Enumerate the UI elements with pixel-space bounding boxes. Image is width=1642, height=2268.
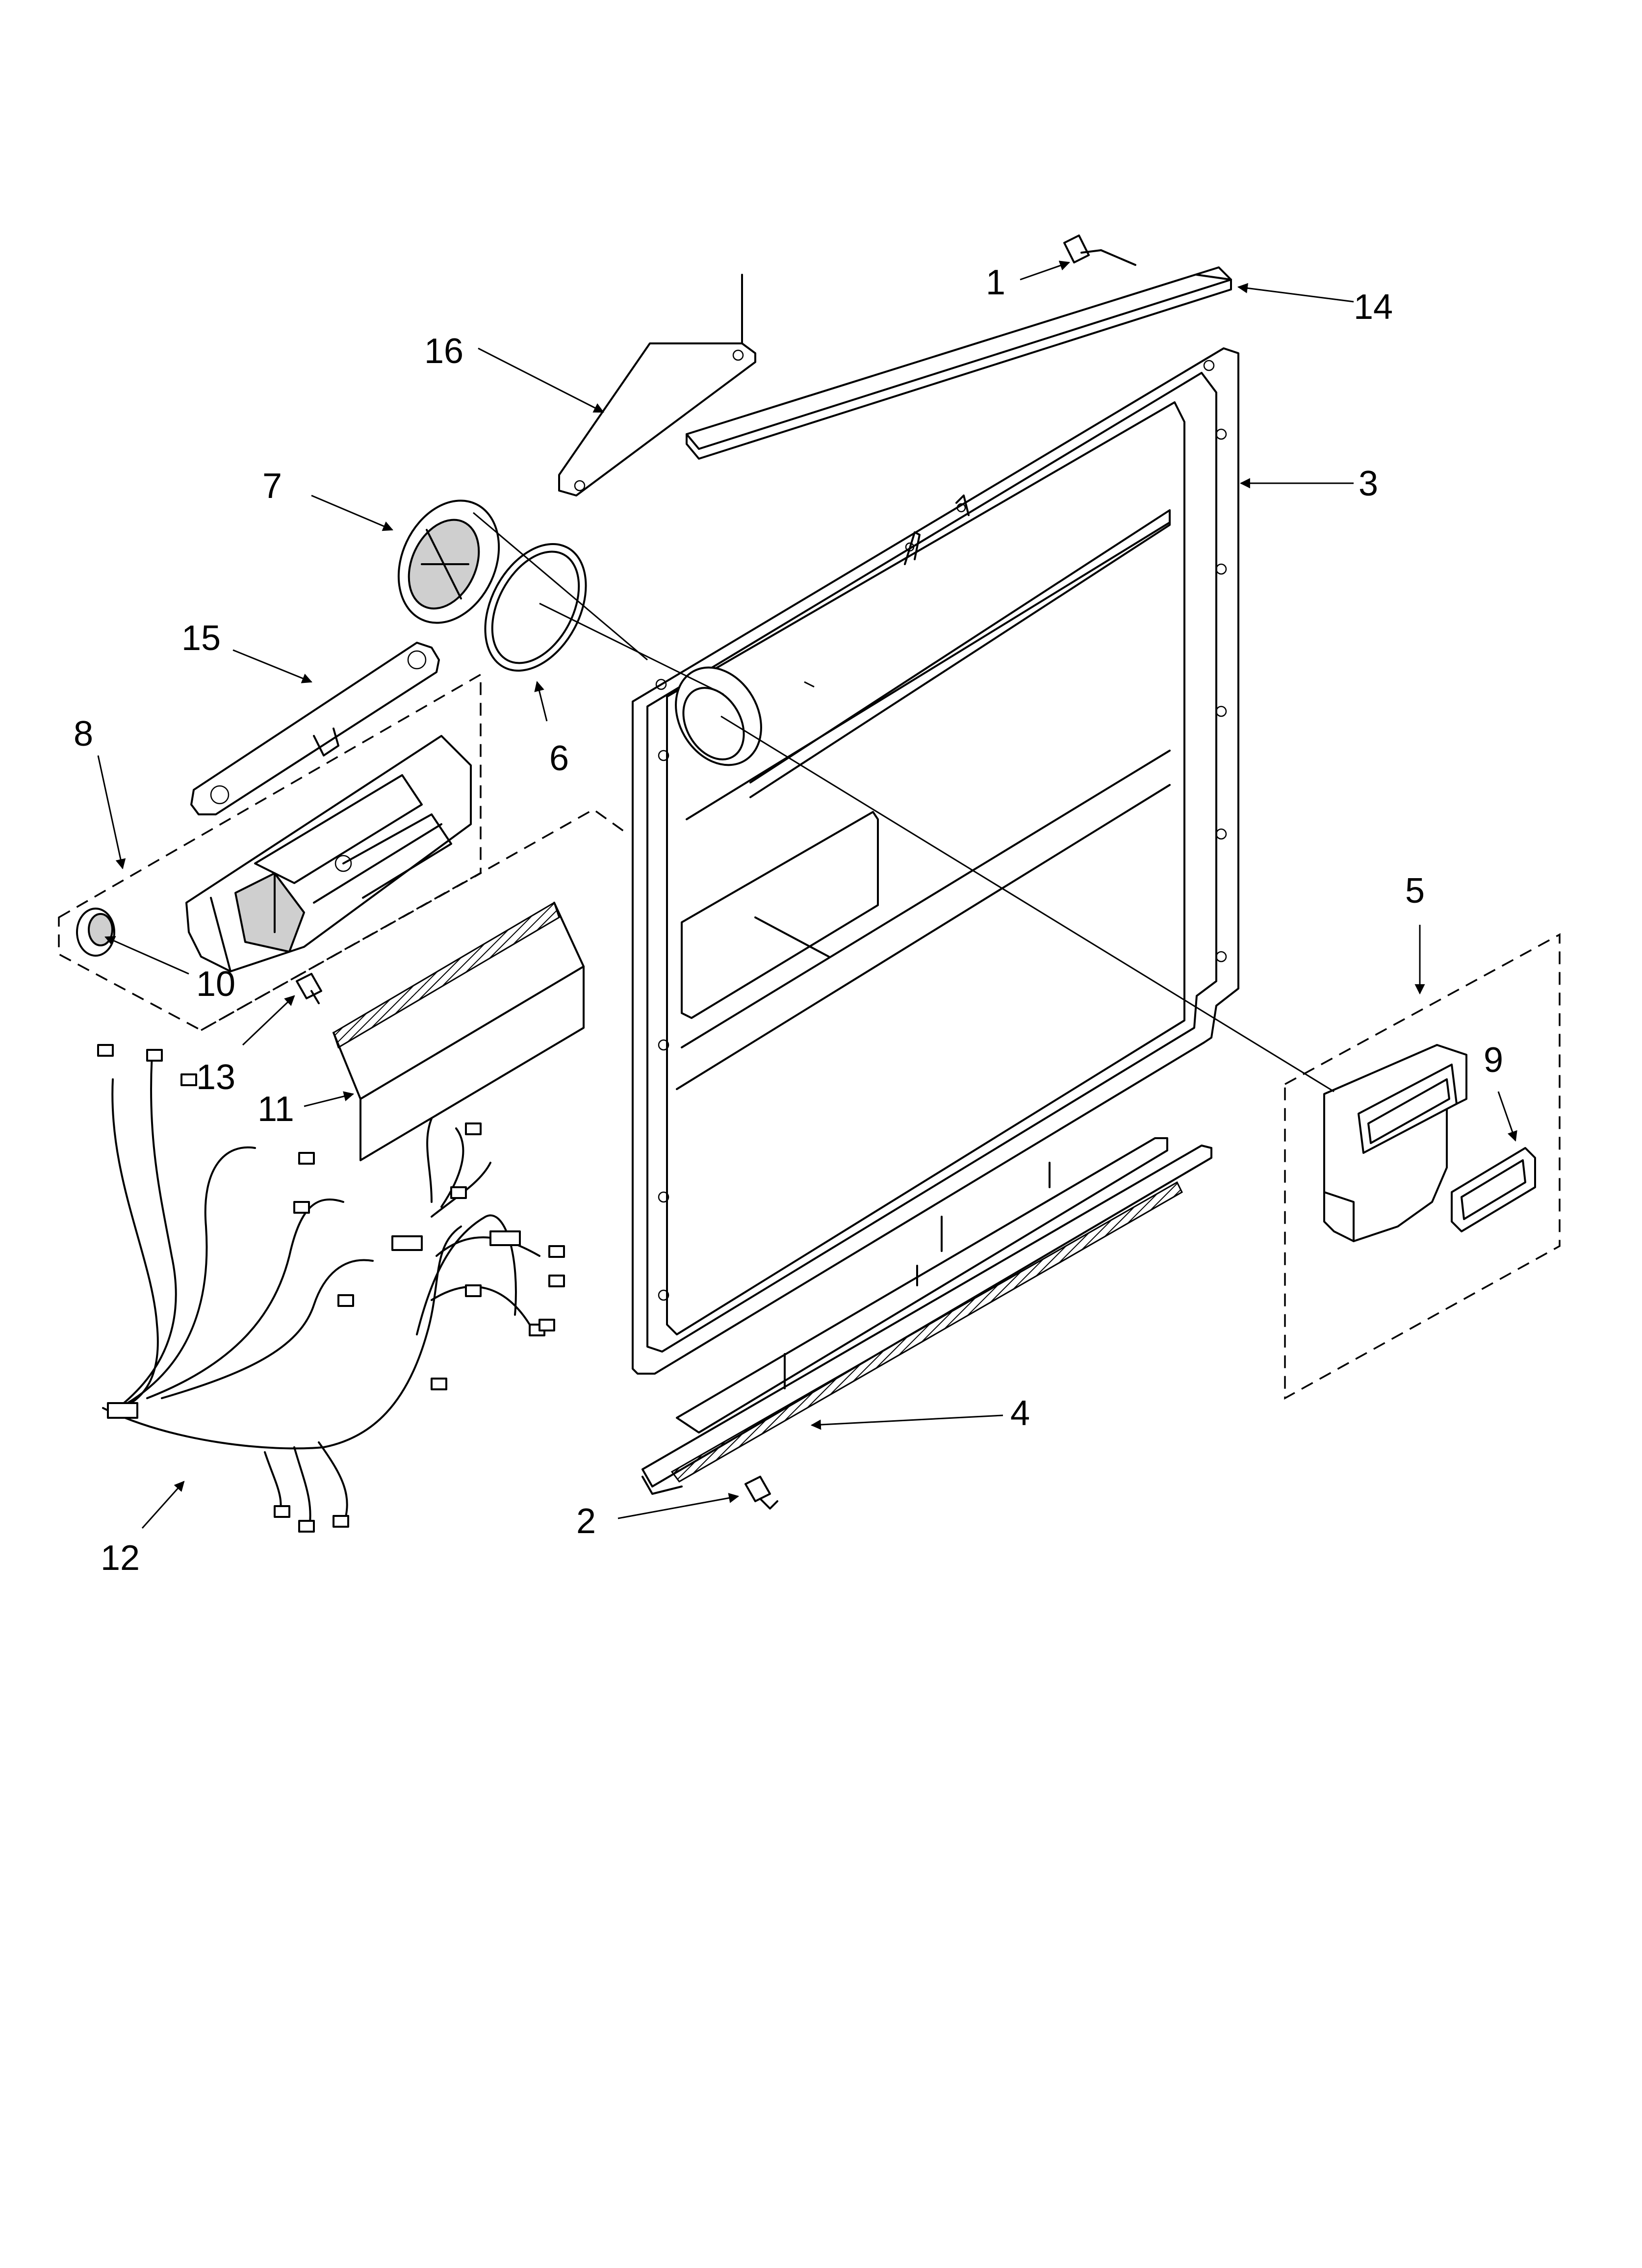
callout-3: 3 <box>1359 464 1378 503</box>
callout-16: 16 <box>424 332 463 371</box>
part-8-dispenser-assembly <box>58 673 482 1031</box>
part-9-gasket <box>1451 1147 1536 1232</box>
callout-1: 1 <box>986 263 1005 302</box>
part-15-bracket <box>190 642 440 815</box>
callout-5: 5 <box>1405 871 1425 911</box>
callout-6: 6 <box>549 739 569 778</box>
callout-11: 11 <box>257 1090 294 1129</box>
part-16-vent-bracket <box>558 274 756 496</box>
callout-10: 10 <box>196 965 235 1004</box>
part-1-screw <box>1063 235 1136 266</box>
callout-15: 15 <box>181 619 221 658</box>
part-7-vent-cap <box>397 499 500 624</box>
part-10-knob <box>76 908 115 957</box>
callout-7: 7 <box>262 467 282 506</box>
callout-4: 4 <box>1010 1394 1030 1433</box>
part-6-gasket-ring <box>484 543 587 672</box>
callout-2: 2 <box>576 1502 596 1541</box>
callout-8: 8 <box>74 714 93 754</box>
callout-14: 14 <box>1354 287 1393 327</box>
assembly-leader-lines <box>473 512 1334 1093</box>
callout-9: 9 <box>1484 1041 1503 1080</box>
part-3-inner-door-panel <box>632 347 1239 1375</box>
callout-labels: 1 2 3 4 5 6 7 8 9 10 11 12 13 14 15 16 <box>74 263 1503 1578</box>
part-5-vent-duct <box>1284 933 1561 1400</box>
callout-12: 12 <box>101 1538 140 1578</box>
part-4-bottom-trim <box>641 1137 1212 1495</box>
part-2-screw <box>744 1476 778 1510</box>
part-14-top-trim <box>686 266 1232 460</box>
part-11-insulation <box>201 808 629 1161</box>
callout-arrows <box>97 261 1517 1529</box>
callout-13: 13 <box>196 1058 235 1097</box>
part-12-wiring-harness <box>97 1044 565 1533</box>
part-13-screw <box>296 973 322 1004</box>
